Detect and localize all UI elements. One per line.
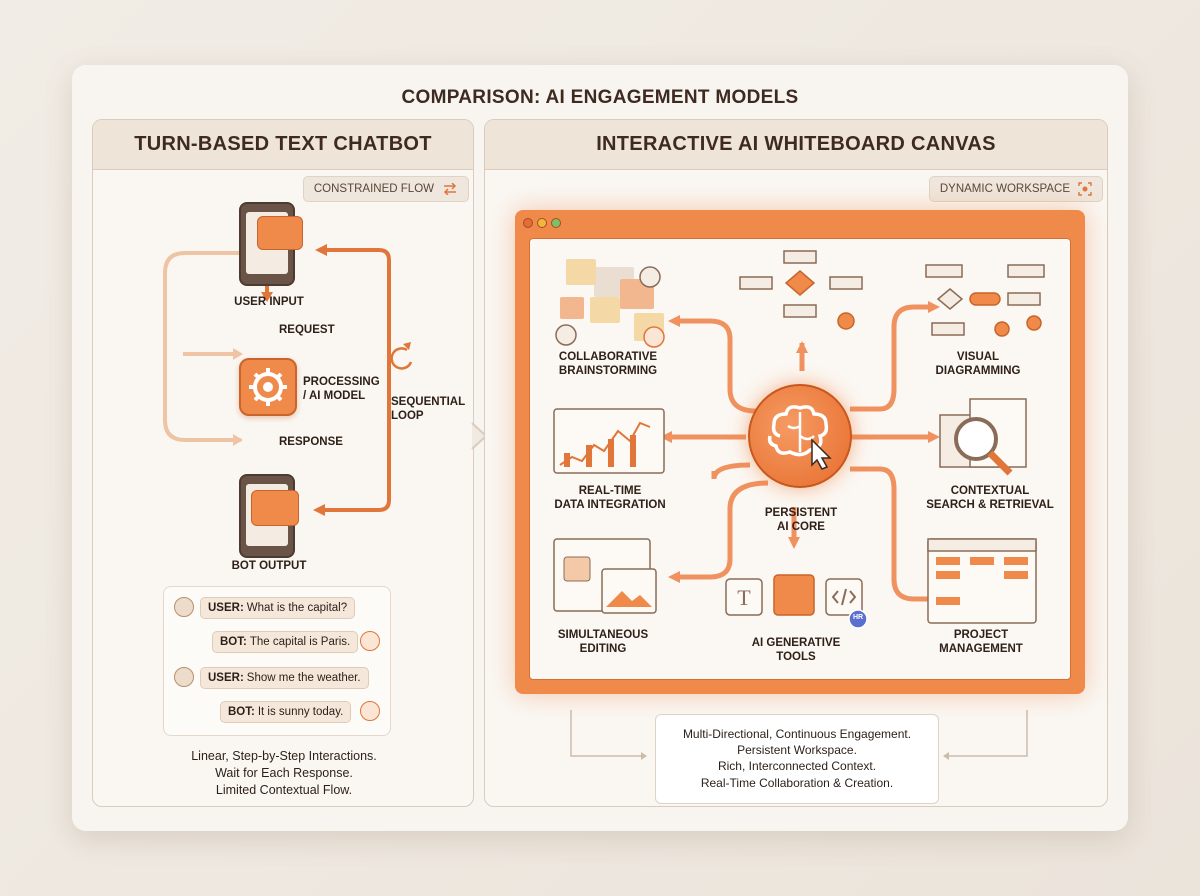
window-minimize-dot[interactable] (537, 218, 547, 228)
svg-text:T: T (737, 585, 751, 610)
chat-message: USER:Show me the weather. (200, 667, 369, 689)
whiteboard-panel: INTERACTIVE AI WHITEBOARD CANVAS DYNAMIC… (484, 119, 1108, 807)
data-integration-label: REAL-TIME DATA INTEGRATION (554, 485, 666, 511)
ai-tools-icons: T (725, 574, 868, 629)
whiteboard-canvas[interactable]: T PERSISTENT AI CORE COLLABORATIVE BRAIN… (529, 238, 1071, 680)
whiteboard-summary: Multi-Directional, Continuous Engagement… (655, 714, 939, 804)
tool-user-badge: HR (852, 614, 864, 621)
simultaneous-editing-label: SIMULTANEOUS EDITING (557, 629, 649, 655)
core-label: PERSISTENT AI CORE (764, 507, 838, 533)
search-docs-icon (939, 398, 1027, 476)
user-input-label: USER INPUT (234, 296, 304, 308)
bot-output-label: BOT OUTPUT (231, 560, 307, 572)
window-close-dot[interactable] (523, 218, 533, 228)
response-label: RESPONSE (279, 436, 343, 448)
chat-transcript: USER:What is the capital? BOT:The capita… (163, 586, 391, 736)
summary-connector (570, 710, 1028, 760)
dynamic-workspace-tag: DYNAMIC WORKSPACE (928, 176, 1103, 202)
editing-cards-icon (553, 538, 657, 614)
main-title: COMPARISON: AI ENGAGEMENT MODELS (401, 87, 799, 108)
chatbot-panel-title: TURN-BASED TEXT CHATBOT (93, 120, 473, 170)
dynamic-workspace-label: DYNAMIC WORKSPACE (939, 183, 1070, 195)
comparison-card: COMPARISON: AI ENGAGEMENT MODELS TURN-BA… (72, 65, 1128, 831)
constrained-flow-label: CONSTRAINED FLOW (313, 183, 434, 195)
user-avatar (174, 597, 194, 617)
user-avatar (174, 667, 194, 687)
sequential-loop-label: SEQUENTIAL LOOP (391, 396, 466, 422)
user-message-bubble-icon (257, 216, 303, 250)
constrained-flow-tag: CONSTRAINED FLOW (302, 176, 469, 202)
processing-label: PROCESSING / AI MODEL (303, 376, 380, 402)
whiteboard-panel-title: INTERACTIVE AI WHITEBOARD CANVAS (485, 120, 1107, 170)
bot-message-bubble-icon (251, 490, 299, 526)
focus-target-icon (1078, 182, 1092, 196)
request-label: REQUEST (279, 324, 335, 336)
chat-message: USER:What is the capital? (200, 597, 356, 619)
chat-message: BOT:The capital is Paris. (212, 631, 359, 653)
canvas-arrows: T (553, 250, 1045, 629)
window-maximize-dot[interactable] (551, 218, 561, 228)
bot-avatar (360, 631, 380, 651)
swap-arrows-icon (443, 183, 457, 195)
bot-avatar (360, 701, 380, 721)
persistent-ai-core-brain-icon (748, 384, 852, 488)
project-board-icon (927, 538, 1037, 624)
chatbot-panel: TURN-BASED TEXT CHATBOT CONSTRAINED FLOW… (92, 119, 474, 807)
ai-model-gear-icon (239, 358, 297, 416)
ai-generative-tools-label: AI GENERATIVE TOOLS (751, 637, 841, 663)
search-retrieval-label: CONTEXTUAL SEARCH & RETRIEVAL (926, 485, 1054, 511)
chart-card-icon (553, 408, 665, 474)
brainstorming-label: COLLABORATIVE BRAINSTORMING (558, 351, 658, 377)
chatbot-caption: Linear, Step-by-Step Interactions. Wait … (191, 749, 377, 797)
project-management-label: PROJECT MANAGEMENT (939, 629, 1023, 655)
whiteboard-window: T PERSISTENT AI CORE COLLABORATIVE BRAIN… (515, 210, 1085, 694)
diagramming-label: VISUAL DIAGRAMMING (935, 351, 1021, 377)
chat-message: BOT:It is sunny today. (220, 701, 352, 723)
